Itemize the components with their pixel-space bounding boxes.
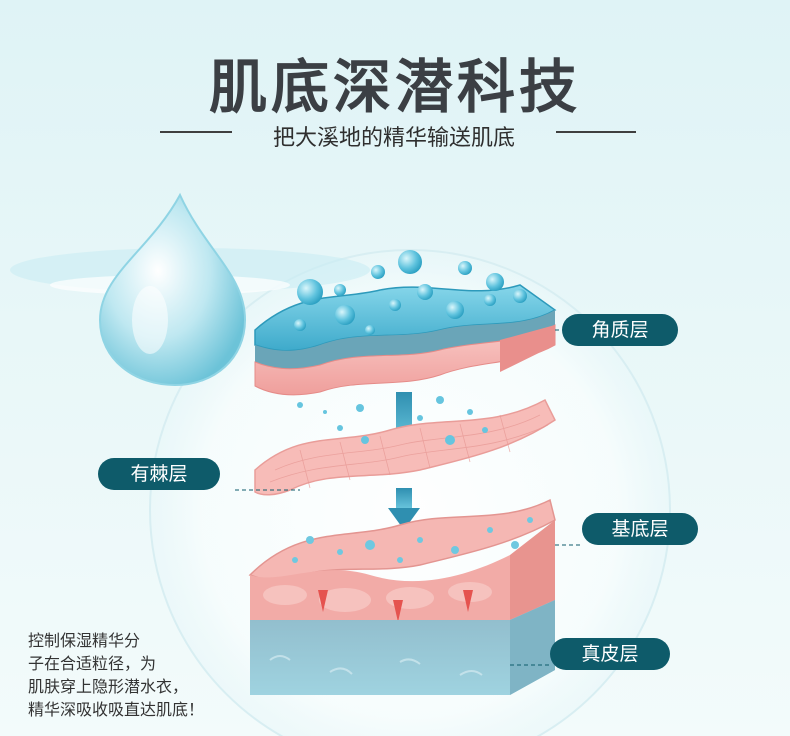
basal-layer-top [248, 498, 556, 586]
water-drop-icon [98, 192, 247, 387]
label-spinous-layer: 有棘层 [98, 458, 220, 490]
penetration-arrow-2-head [388, 508, 420, 530]
subtitle: 把大溪地的精华输送肌底 [272, 126, 515, 151]
spinous-layer [254, 398, 556, 496]
bubble-dots-basal [292, 517, 533, 563]
label-dermis-layer: 真皮层 [550, 638, 670, 670]
bubble-cluster [294, 250, 527, 335]
subtitle-line-right [556, 131, 636, 133]
label-stratum-corneum: 角质层 [562, 314, 678, 346]
note-line-1: 控制保湿精华分 [28, 631, 141, 650]
page-title: 肌底深潜科技 [208, 53, 581, 121]
dermis-layer [250, 600, 555, 695]
note-line-3: 肌肤穿上隐形潜水衣， [28, 677, 189, 696]
bubble-dots-mid [297, 396, 488, 445]
subtitle-line-left [160, 131, 232, 133]
subtitle-row: 把大溪地的精华输送肌底 [0, 120, 790, 151]
red-arrows [318, 590, 473, 622]
note-line-4: 精华深吸收吸直达肌底！ [28, 700, 205, 719]
penetration-arrow-2-stem [396, 488, 412, 510]
label-basal-layer: 基底层 [582, 513, 698, 545]
note-line-2: 子在合适粒径，为 [28, 654, 157, 673]
description-note: 控制保湿精华分 子在合适粒径，为 肌肤穿上隐形潜水衣， 精华深吸收吸直达肌底！ [28, 629, 204, 721]
